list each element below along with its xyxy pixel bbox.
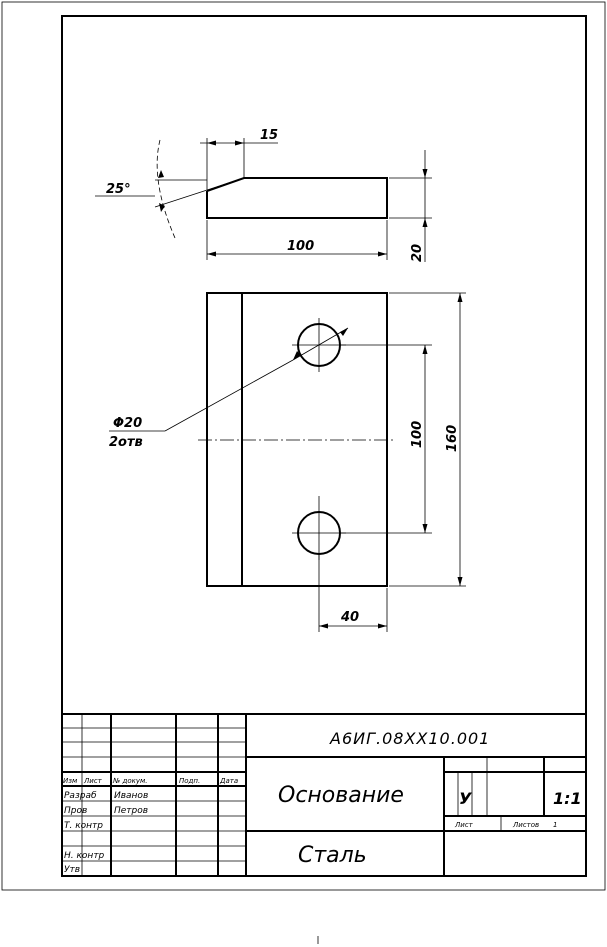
- tb-sheets-label: Листов: [512, 821, 539, 829]
- tb-header-izm: Изм: [63, 777, 78, 785]
- dim-hole-count: 2отв: [109, 435, 143, 450]
- tb-razrab-name: Иванов: [114, 791, 148, 801]
- dim-length: 100: [287, 239, 314, 254]
- sheet-outer-border: [1, 1, 606, 891]
- dim-chamfer-length: 15: [260, 128, 278, 143]
- tb-utv: Утв: [64, 865, 80, 875]
- tb-document-code: А6ИГ.08ХХ10.001: [329, 729, 490, 748]
- dim-hole-spacing: 100: [410, 421, 425, 448]
- tb-sheet-label: Лист: [454, 821, 474, 829]
- tb-header-sign: Подп.: [179, 777, 200, 785]
- tb-header-doc-no: № докум.: [112, 777, 148, 785]
- front-view-outline: [206, 292, 388, 587]
- tb-material: Сталь: [298, 843, 367, 868]
- tb-razrab: Разраб: [64, 791, 97, 801]
- tb-prov-name: Петров: [114, 806, 148, 816]
- dim-height: 160: [445, 425, 460, 452]
- tb-n-kontr: Н. контр: [64, 851, 105, 861]
- dim-thickness: 20: [410, 244, 425, 262]
- tb-header-date: Дата: [219, 777, 238, 785]
- dim-hole-diameter: Φ20: [113, 416, 142, 431]
- tb-scale: 1:1: [553, 789, 582, 808]
- tb-t-kontr: Т. контр: [64, 821, 103, 831]
- front-view: Φ20 2отв 100 160 40: [109, 292, 466, 632]
- tb-part-name: Основание: [278, 783, 404, 808]
- dim-chamfer-angle: 25°: [106, 182, 131, 197]
- tb-sheets-count: 1: [553, 821, 557, 829]
- tb-header-list: Лист: [83, 777, 103, 785]
- dim-hole-offset: 40: [340, 610, 359, 625]
- tb-prov: Пров: [64, 806, 87, 816]
- title-block: Изм Лист № докум. Подп. Дата Разраб Иван…: [61, 713, 587, 877]
- side-view: 15 25° 100 20: [95, 128, 432, 262]
- tb-letter: У: [459, 789, 472, 808]
- side-view-outline: [206, 177, 388, 219]
